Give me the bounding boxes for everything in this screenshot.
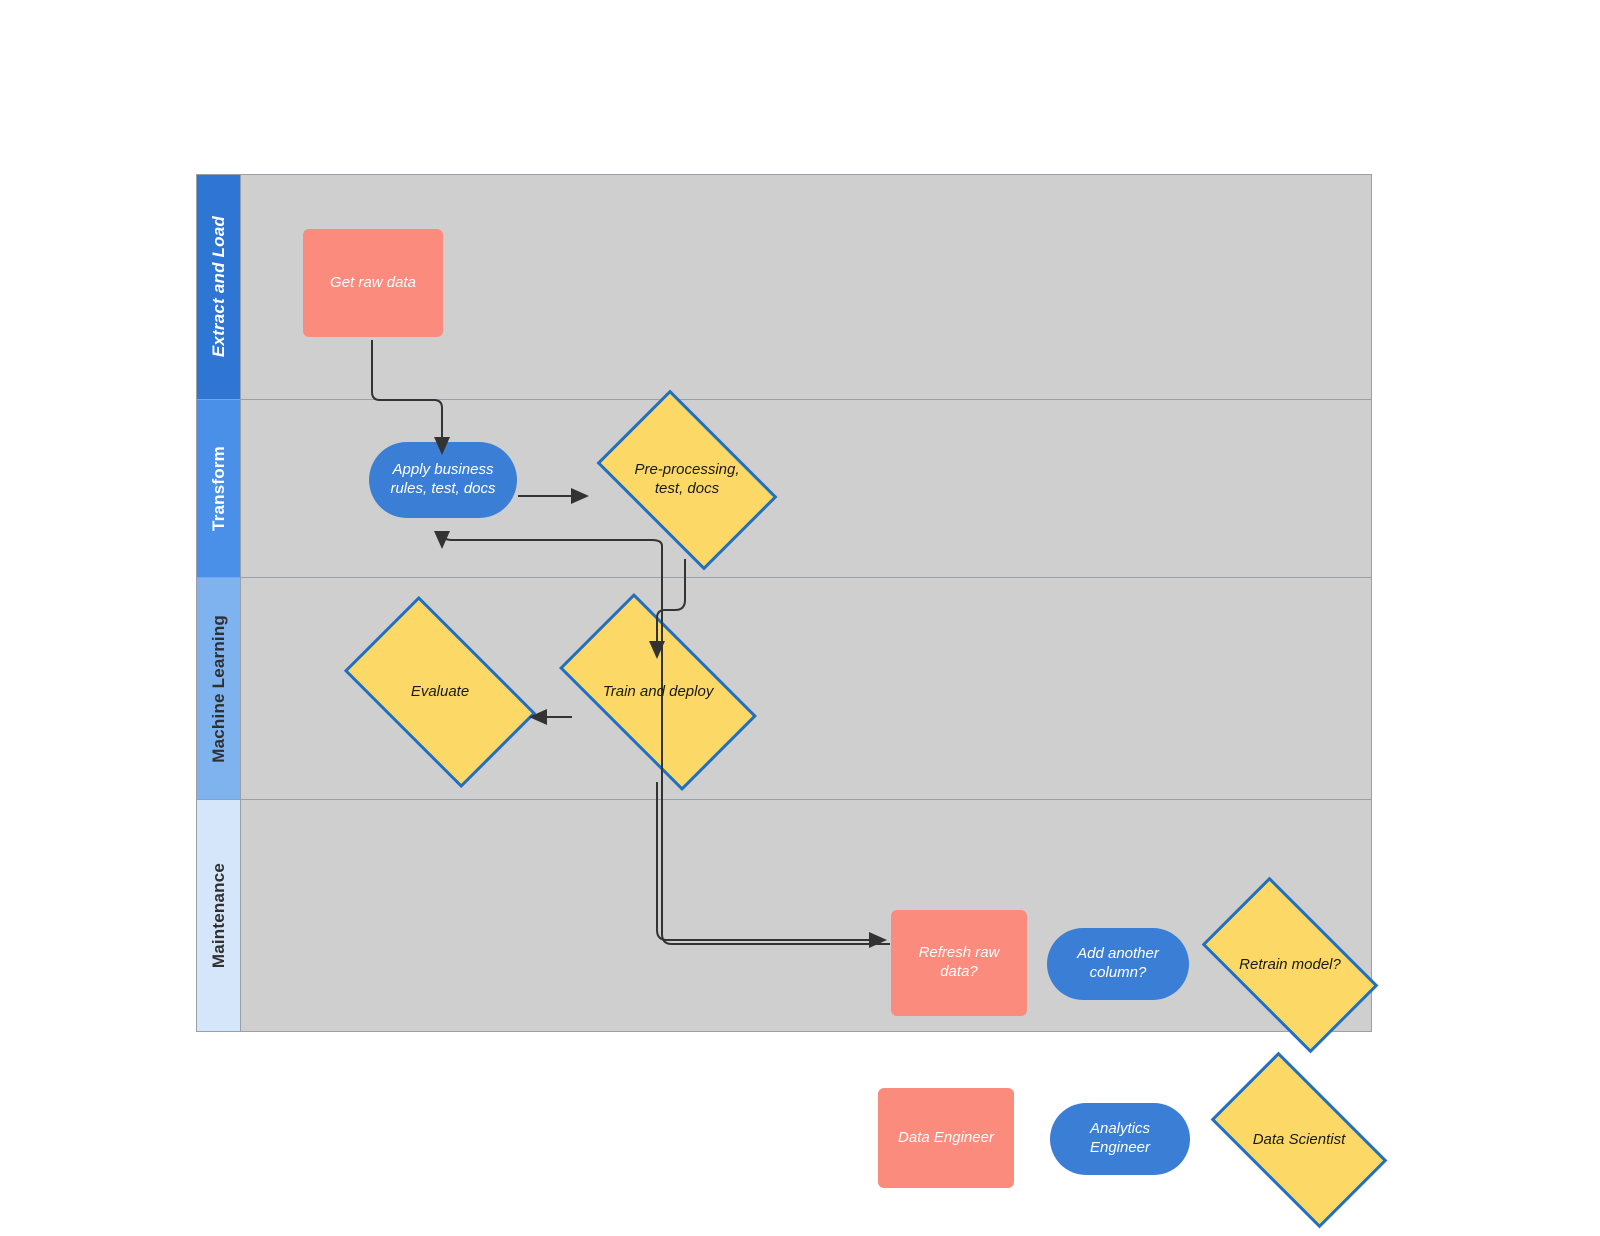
legend-item-data-engineer[interactable]: Data Engineer [878, 1088, 1014, 1188]
node-label-apply-business-rules: Apply business rules, test, docs [390, 461, 496, 497]
node-train-and-deploy[interactable]: Train and deploy [559, 593, 757, 791]
lane-header-machine-learning: Machine Learning [197, 578, 241, 799]
lane-header-maintenance: Maintenance [197, 800, 241, 1031]
node-pre-processing[interactable]: Pre-processing, test, docs [596, 389, 778, 571]
lane-header-transform: Transform [197, 400, 241, 577]
swimlane-diagram: Extract and Load Get raw data Transform … [196, 174, 1379, 1054]
node-label-retrain-model: Retrain model? [1239, 955, 1341, 973]
lane-maintenance: Maintenance Refresh raw data? Add anothe… [197, 800, 1379, 1054]
node-label-get-raw-data: Get raw data [330, 273, 416, 291]
lane-body-machine-learning: Evaluate Train and deploy [241, 578, 1371, 799]
node-label-add-another-column: Add another column? [1077, 945, 1159, 981]
node-label-refresh-raw-data: Refresh raw data? [918, 944, 1000, 980]
node-apply-business-rules[interactable]: Apply business rules, test, docs [369, 442, 517, 518]
node-label-train-and-deploy: Train and deploy [602, 682, 714, 700]
legend-label-data-scientist: Data Scientist [1252, 1130, 1346, 1148]
node-add-another-column[interactable]: Add another column? [1047, 928, 1189, 1000]
lane-extract-and-load: Extract and Load Get raw data [197, 175, 1371, 400]
legend-item-data-scientist[interactable]: Data Scientist [1210, 1051, 1388, 1229]
lane-label-machine-learning: Machine Learning [208, 614, 228, 763]
lane-label-extract-and-load: Extract and Load [208, 216, 228, 358]
node-get-raw-data[interactable]: Get raw data [303, 229, 443, 337]
node-label-evaluate: Evaluate [410, 682, 470, 700]
lane-body-extract-and-load: Get raw data [241, 175, 1371, 399]
legend-item-analytics-engineer[interactable]: Analytics Engineer [1050, 1103, 1190, 1175]
lane-machine-learning: Machine Learning Evaluate Train and depl… [197, 578, 1371, 800]
node-refresh-raw-data[interactable]: Refresh raw data? [891, 910, 1027, 1016]
legend-label-analytics-engineer: Analytics Engineer [1089, 1120, 1151, 1156]
legend: Data Engineer Analytics Engineer Data Sc… [878, 1051, 1388, 1229]
lane-label-transform: Transform [208, 446, 228, 531]
lane-label-maintenance: Maintenance [208, 862, 228, 969]
node-label-pre-processing: Pre-processing, test, docs [634, 461, 740, 497]
node-evaluate[interactable]: Evaluate [343, 595, 537, 789]
lane-body-transform: Apply business rules, test, docs Pre-pro… [241, 389, 1371, 577]
lane-transform: Transform Apply business rules, test, do… [197, 389, 1371, 578]
legend-label-data-engineer: Data Engineer [898, 1128, 994, 1146]
lane-body-maintenance: Refresh raw data? Add another column? Re… [241, 800, 1379, 1054]
node-retrain-model[interactable]: Retrain model? [1201, 876, 1379, 1054]
lane-header-extract-and-load: Extract and Load [197, 175, 241, 399]
